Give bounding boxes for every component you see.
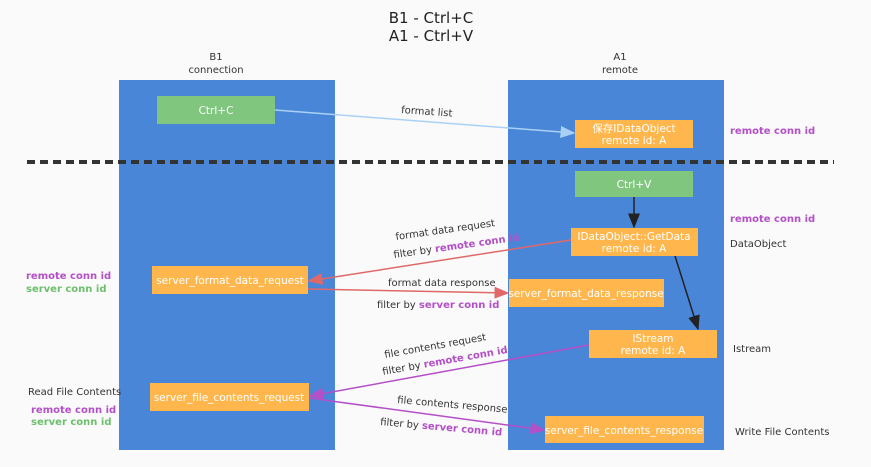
svg-text:server_format_data_response: server_format_data_response — [508, 288, 663, 300]
title-line2: A1 - Ctrl+V — [389, 27, 474, 45]
svg-text:Ctrl+C: Ctrl+C — [199, 105, 234, 117]
title-line1: B1 - Ctrl+C — [389, 9, 474, 27]
box-server-format-data-response: server_format_data_response — [508, 279, 664, 307]
left-server-conn-id-1: server conn id — [26, 284, 106, 295]
arrow-file-contents-response — [308, 397, 546, 435]
svg-text:server_format_data_request: server_format_data_request — [156, 275, 304, 287]
side-istream: Istream — [733, 344, 771, 355]
side-remote-conn-id-1: remote conn id — [730, 126, 815, 137]
svg-text:Ctrl+V: Ctrl+V — [617, 179, 652, 191]
side-write-file-contents: Write File Contents — [735, 427, 829, 438]
label-format-list: format list — [401, 105, 453, 120]
column-b1-title: B1 — [209, 52, 222, 63]
svg-text:remote id: A: remote id: A — [602, 243, 668, 255]
left-remote-conn-id-1: remote conn id — [26, 271, 111, 282]
box-server-file-contents-response: server_file_contents_response — [545, 416, 704, 443]
arrow-file-contents-request — [308, 344, 590, 400]
svg-text:server_file_contents_response: server_file_contents_response — [545, 425, 703, 437]
label-filter-server-2: filter by server conn id — [380, 417, 503, 439]
column-b1-subtitle: connection — [188, 65, 243, 76]
arrow-format-data-request — [307, 239, 572, 285]
svg-text:保存IDataObject: 保存IDataObject — [592, 122, 675, 135]
left-server-conn-id-2: server conn id — [31, 417, 111, 428]
label-filter-server-1: filter by server conn id — [377, 300, 499, 311]
svg-text:remote id: A: remote id: A — [602, 135, 668, 147]
box-ctrl-v: Ctrl+V — [575, 171, 693, 197]
svg-text:remote id: A: remote id: A — [621, 345, 687, 357]
svg-text:IStream: IStream — [632, 333, 673, 345]
side-remote-conn-id-2: remote conn id — [730, 214, 815, 225]
side-dataobject: DataObject — [730, 239, 787, 250]
column-a1-title: A1 — [613, 52, 626, 63]
arrow-format-list — [274, 109, 576, 138]
left-read-file-contents: Read File Contents — [28, 387, 121, 398]
box-server-format-data-request: server_format_data_request — [152, 266, 308, 294]
arrow-format-data-response — [307, 286, 510, 299]
column-a1-subtitle: remote — [602, 65, 638, 76]
box-server-file-contents-request: server_file_contents_request — [150, 383, 309, 411]
box-getdata: IDataObject::GetData remote id: A — [571, 228, 698, 256]
box-save-idataobject: 保存IDataObject remote id: A — [575, 120, 693, 148]
left-remote-conn-id-2: remote conn id — [31, 405, 116, 416]
arrow-getdata-istream — [674, 255, 700, 331]
svg-text:server_file_contents_request: server_file_contents_request — [154, 392, 305, 404]
svg-text:IDataObject::GetData: IDataObject::GetData — [577, 231, 690, 243]
label-format-data-response: format data response — [388, 278, 496, 289]
box-istream: IStream remote id: A — [589, 330, 717, 358]
box-ctrl-c: Ctrl+C — [157, 96, 275, 124]
